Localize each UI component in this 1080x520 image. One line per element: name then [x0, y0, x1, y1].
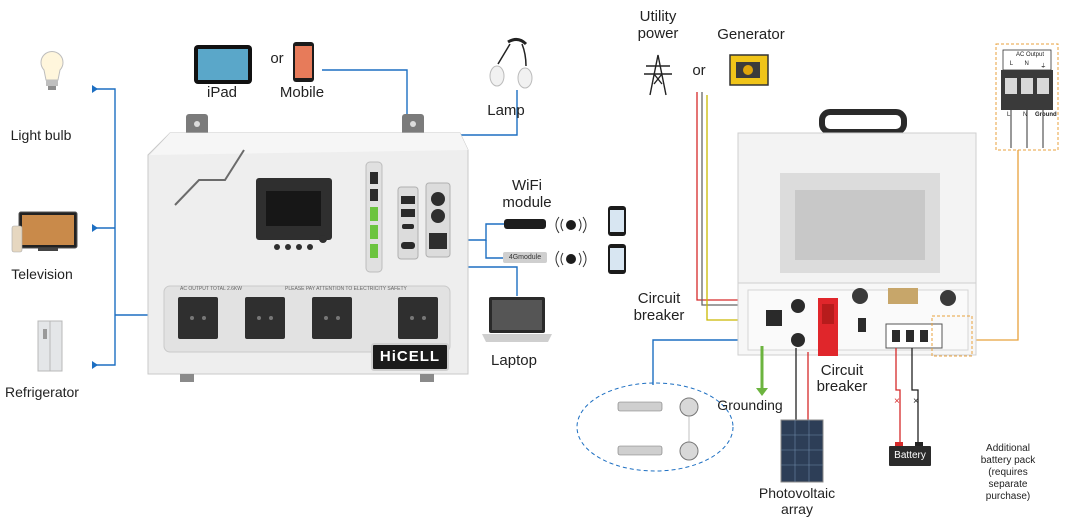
circuit-breaker-red	[818, 298, 838, 356]
lamp-icon	[489, 37, 533, 89]
ac-output-terminal-outline	[931, 315, 973, 357]
load-label-refrigerator: Refrigerator	[5, 384, 79, 400]
ac-output-columns: L N ⏚	[1004, 61, 1052, 70]
photovoltaic-array-label: Photovoltaic array	[758, 485, 836, 517]
ac-output-col-l: L	[1009, 61, 1014, 67]
grounding-wire	[756, 346, 768, 396]
ac-output-col-n: N	[1024, 61, 1029, 67]
battery-wiring	[895, 348, 919, 446]
load-label-television: Television	[11, 266, 73, 282]
portable-power-station	[147, 114, 469, 382]
inverter-unit	[737, 109, 977, 356]
lamp-label: Lamp	[487, 102, 525, 119]
ipad-label: iPad	[206, 84, 238, 101]
or-label-devices: or	[270, 50, 284, 67]
ac-outlets	[178, 297, 438, 339]
wifi-dongle-icon	[504, 219, 576, 264]
terminal-n-label: N	[1023, 112, 1028, 118]
terminal-ground-label: Ground	[1035, 112, 1057, 118]
ac-output-total-label: AC OUTPUT TOTAL 2.6KW	[180, 286, 242, 292]
wifi-module-label: WiFi module	[502, 177, 552, 211]
load-bus-ends	[92, 85, 98, 369]
mobile-icon	[293, 42, 314, 82]
laptop-label: Laptop	[491, 352, 537, 369]
grounding-label: Grounding	[717, 397, 783, 413]
hicell-logo: HiCELL	[371, 343, 449, 371]
fuse-mark-black: ×	[913, 396, 919, 407]
lcd-panel	[256, 178, 332, 250]
television-icon	[11, 211, 78, 253]
mc4-connector-detail	[576, 382, 734, 472]
refrigerator-icon	[37, 320, 63, 372]
light-bulb-icon	[40, 51, 64, 90]
phone-app-icon	[608, 206, 626, 274]
utility-tower-icon	[644, 54, 672, 96]
generator-icon	[729, 54, 769, 86]
mobile-label: Mobile	[279, 84, 325, 101]
solar-panel-icon	[780, 419, 824, 483]
battery-note-label: Additional battery pack (requires separa…	[980, 443, 1036, 502]
circuit-breaker-left-label: Circuit breaker	[633, 290, 685, 324]
fuse-mark-red: ×	[894, 396, 900, 407]
battery-terminal-block	[885, 323, 943, 349]
4g-module-label: 4Gmodule	[503, 252, 547, 263]
terminal-l-label: L	[1007, 112, 1011, 118]
battery-icon	[895, 442, 923, 446]
ac-output-title: AC Output	[1015, 52, 1044, 58]
load-label-light-bulb: Light bulb	[10, 127, 72, 143]
laptop-icon	[482, 297, 552, 342]
generator-label: Generator	[717, 26, 785, 43]
pv-wiring	[795, 348, 809, 420]
ac-output-panel	[995, 43, 1059, 151]
ac-output-col-ground: ⏚	[1040, 64, 1047, 70]
utility-power-label: Utility power	[637, 8, 679, 42]
circuit-breaker-center-label: Circuit breaker	[816, 362, 868, 395]
or-label-sources: or	[692, 62, 706, 79]
signal-waves	[555, 216, 587, 268]
battery-level-bar	[365, 161, 383, 273]
battery-label: Battery	[889, 446, 931, 466]
ipad-icon	[194, 45, 252, 84]
safety-notice-label: PLEASE PAY ATTENTION TO ELECTRICITY SAFE…	[285, 286, 407, 292]
dc-port-panel	[425, 182, 451, 258]
usb-port-panel	[397, 186, 419, 260]
